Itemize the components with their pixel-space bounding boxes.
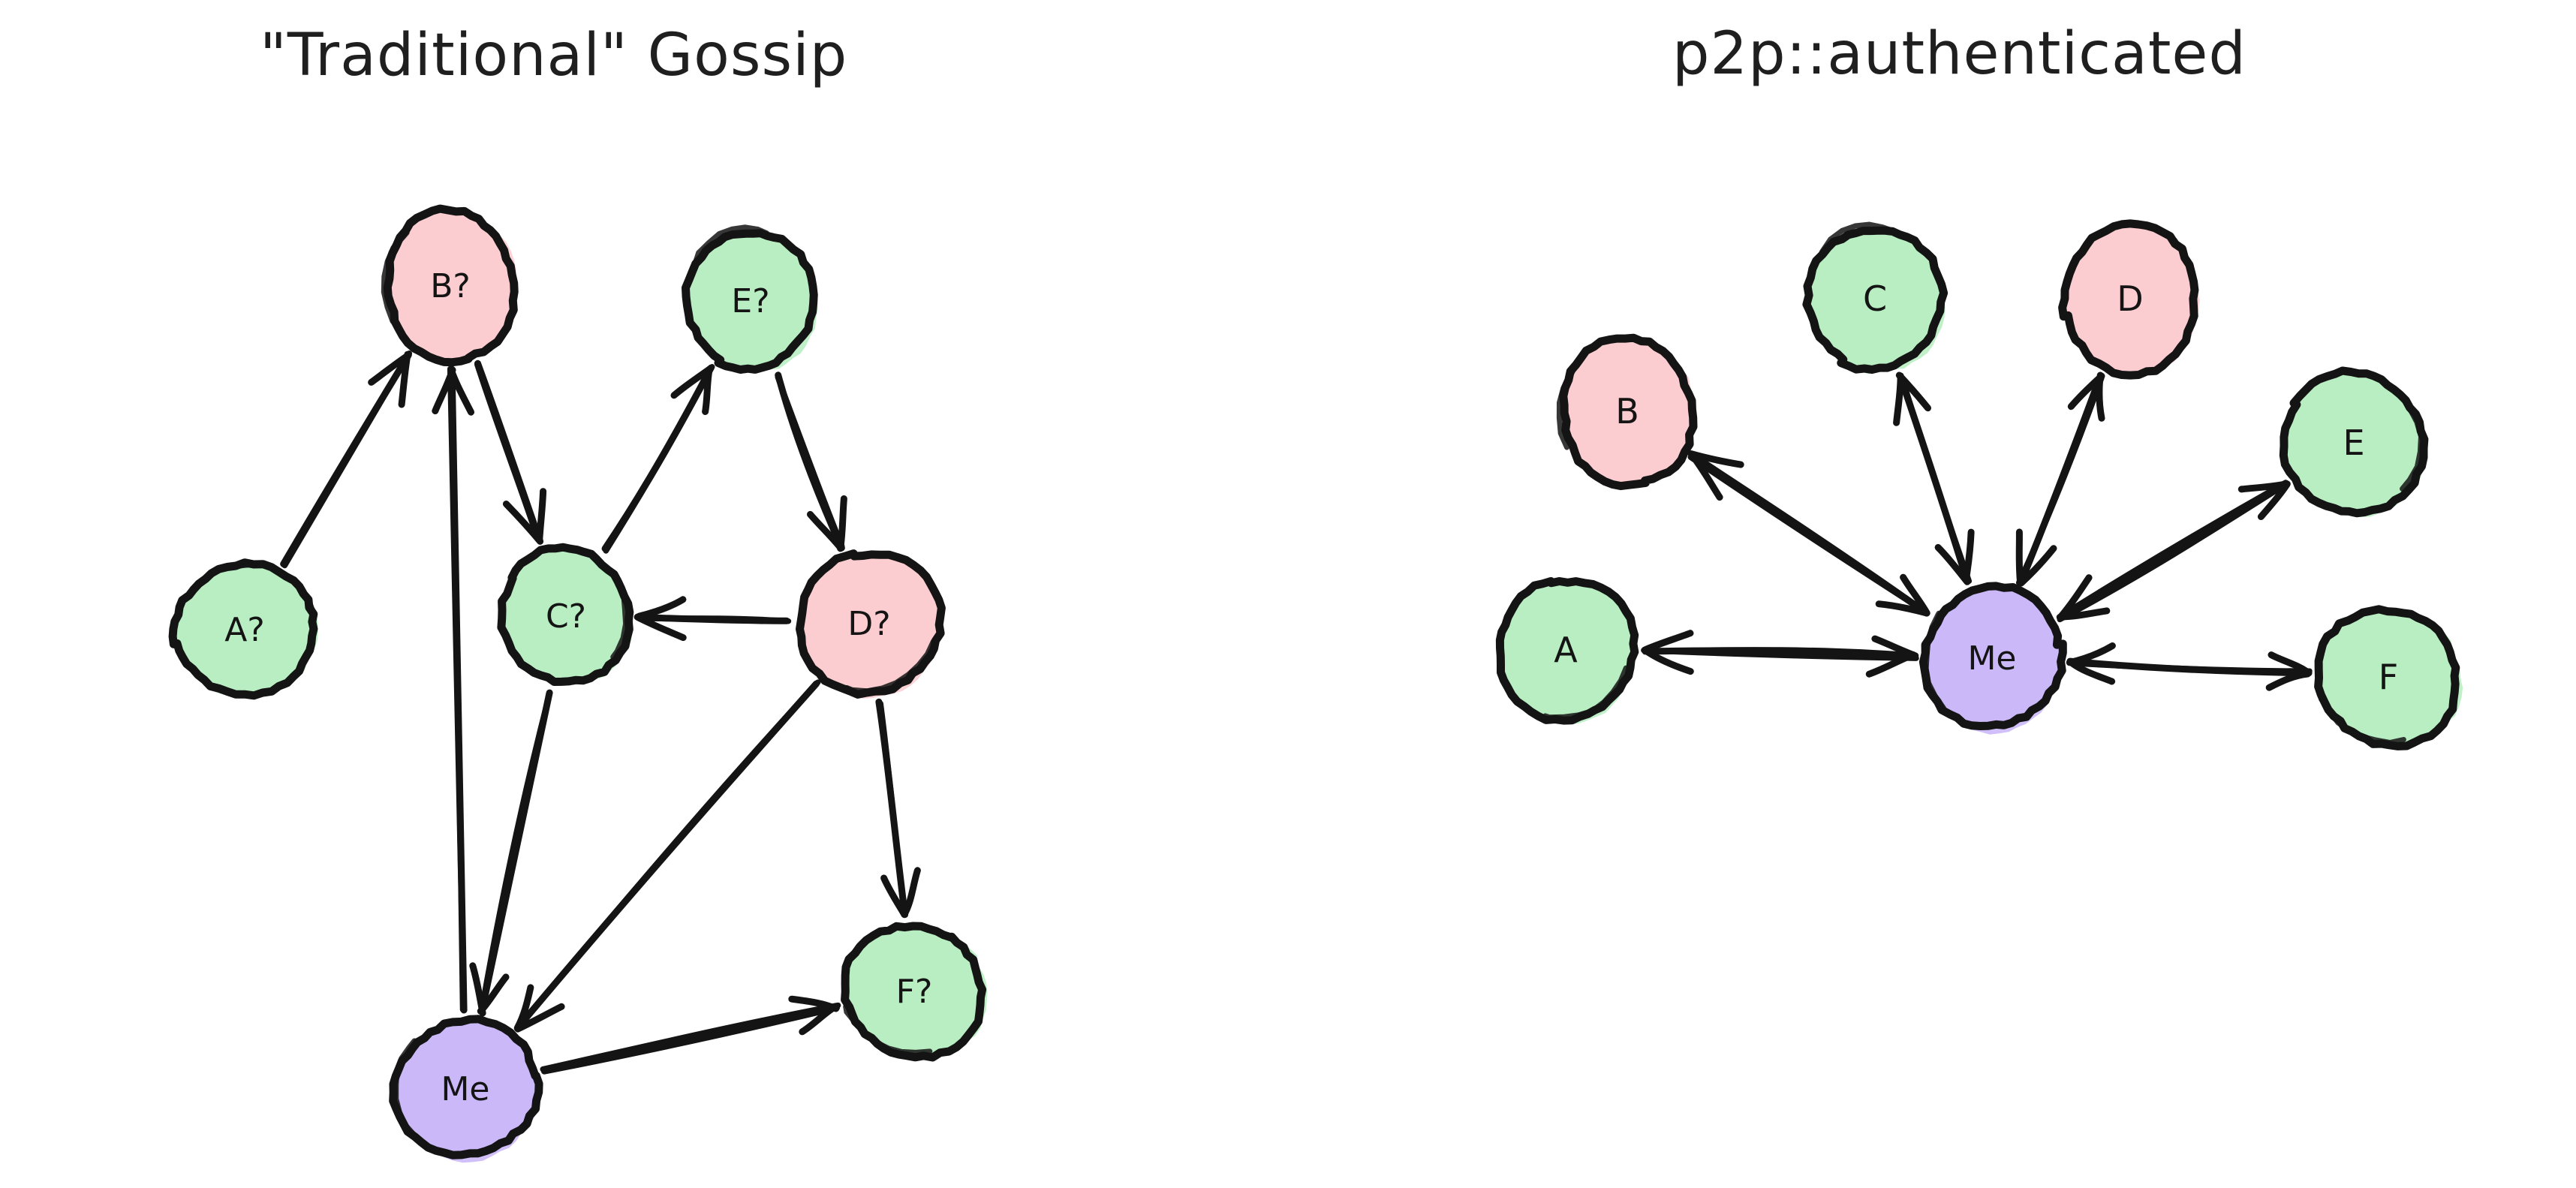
- node-right-D-shape: [2058, 219, 2199, 380]
- node-left-F[interactable]: F?: [838, 922, 988, 1062]
- edge-left-Me-to-B: [432, 365, 474, 1014]
- node-right-B-shape: [1559, 333, 1698, 491]
- node-right-D-label: D: [2117, 278, 2143, 319]
- node-left-B[interactable]: B?: [381, 204, 519, 367]
- panel-titles: "Traditional" Gossip p2p::authenticated: [260, 20, 2246, 89]
- node-right-C-shape: [1802, 226, 1949, 374]
- node-right-E[interactable]: E: [2279, 366, 2429, 518]
- node-left-B-shape: [383, 204, 519, 367]
- node-right-F-rim: [2313, 606, 2460, 746]
- edge-left-D-to-C: [633, 596, 792, 642]
- node-left-E-shape: [682, 229, 818, 374]
- edge-left-B-to-C: [474, 359, 547, 545]
- edge-right-Me-to-F: [2066, 642, 2313, 691]
- edge-left-D-to-F: [875, 698, 921, 919]
- node-right-B-rim: [1556, 334, 1693, 486]
- node-left-A-rim: [171, 558, 317, 693]
- edge-left-E-to-D: [775, 371, 847, 552]
- node-right-B-label: B: [1615, 391, 1639, 432]
- node-left-E-label: E?: [731, 282, 769, 320]
- left-graph-edges: [280, 350, 921, 1075]
- edge-left-Me-to-F: [540, 995, 841, 1075]
- node-left-A-label: A?: [224, 611, 264, 649]
- node-right-A-rim: [1495, 573, 1634, 720]
- node-right-C-label: C: [1863, 278, 1887, 319]
- node-left-C[interactable]: C?: [497, 543, 634, 686]
- node-left-B-rim: [381, 207, 516, 360]
- edge-right-Me-to-E: [2056, 480, 2291, 623]
- node-right-Me-rim: [1923, 580, 2059, 729]
- panel-title-traditional-gossip: "Traditional" Gossip: [260, 22, 847, 89]
- panel-title-p2p-authenticated: p2p::authenticated: [1672, 20, 2246, 88]
- node-left-E[interactable]: E?: [682, 224, 818, 374]
- node-left-F-rim: [838, 922, 987, 1055]
- node-right-C[interactable]: C: [1802, 221, 1949, 374]
- node-left-A[interactable]: A?: [168, 558, 318, 700]
- right-graph-edges: [1641, 371, 2313, 691]
- node-left-Me[interactable]: Me: [389, 1014, 543, 1163]
- node-right-D[interactable]: D: [2058, 217, 2200, 380]
- node-left-Me-label: Me: [441, 1070, 489, 1108]
- node-right-Me[interactable]: Me: [1918, 580, 2067, 735]
- node-left-C-shape: [497, 543, 634, 686]
- node-right-E-label: E: [2343, 423, 2364, 463]
- edge-left-A-to-B: [280, 350, 413, 569]
- node-right-A[interactable]: A: [1495, 573, 1639, 725]
- edge-left-C-to-E: [601, 364, 715, 554]
- node-left-B-label: B?: [430, 267, 471, 305]
- node-right-Me-label: Me: [1967, 639, 2016, 678]
- node-right-C-rim: [1804, 221, 1941, 369]
- edge-right-Me-to-B: [1687, 450, 1930, 617]
- node-right-E-shape: [2279, 366, 2429, 518]
- edge-right-Me-to-D: [2015, 371, 2105, 587]
- node-right-B[interactable]: B: [1556, 333, 1698, 491]
- left-graph-nodes: B? E? A? C? D? F? Me: [168, 204, 988, 1163]
- edge-left-C-to-Me: [469, 689, 553, 1017]
- node-right-A-label: A: [1554, 630, 1578, 670]
- edge-right-Me-to-A: [1641, 630, 1919, 678]
- edge-left-D-to-Me: [513, 679, 821, 1033]
- node-right-F[interactable]: F: [2313, 605, 2463, 750]
- node-left-C-rim: [499, 543, 629, 684]
- node-left-E-rim: [682, 224, 815, 369]
- node-left-C-label: C?: [546, 597, 586, 636]
- node-right-E-rim: [2280, 367, 2424, 514]
- node-right-D-rim: [2062, 217, 2197, 374]
- node-left-F-label: F?: [896, 973, 933, 1011]
- node-left-Me-shape: [389, 1015, 543, 1159]
- right-graph-nodes: B C D E A F Me: [1495, 217, 2463, 750]
- edge-right-Me-to-C: [1893, 371, 1975, 585]
- node-left-D-label: D?: [847, 605, 890, 643]
- node-right-F-label: F: [2379, 657, 2398, 697]
- node-left-D[interactable]: D?: [795, 546, 946, 699]
- node-left-D-rim: [795, 546, 940, 694]
- node-right-A-shape: [1495, 577, 1639, 725]
- node-left-Me-rim: [393, 1014, 534, 1158]
